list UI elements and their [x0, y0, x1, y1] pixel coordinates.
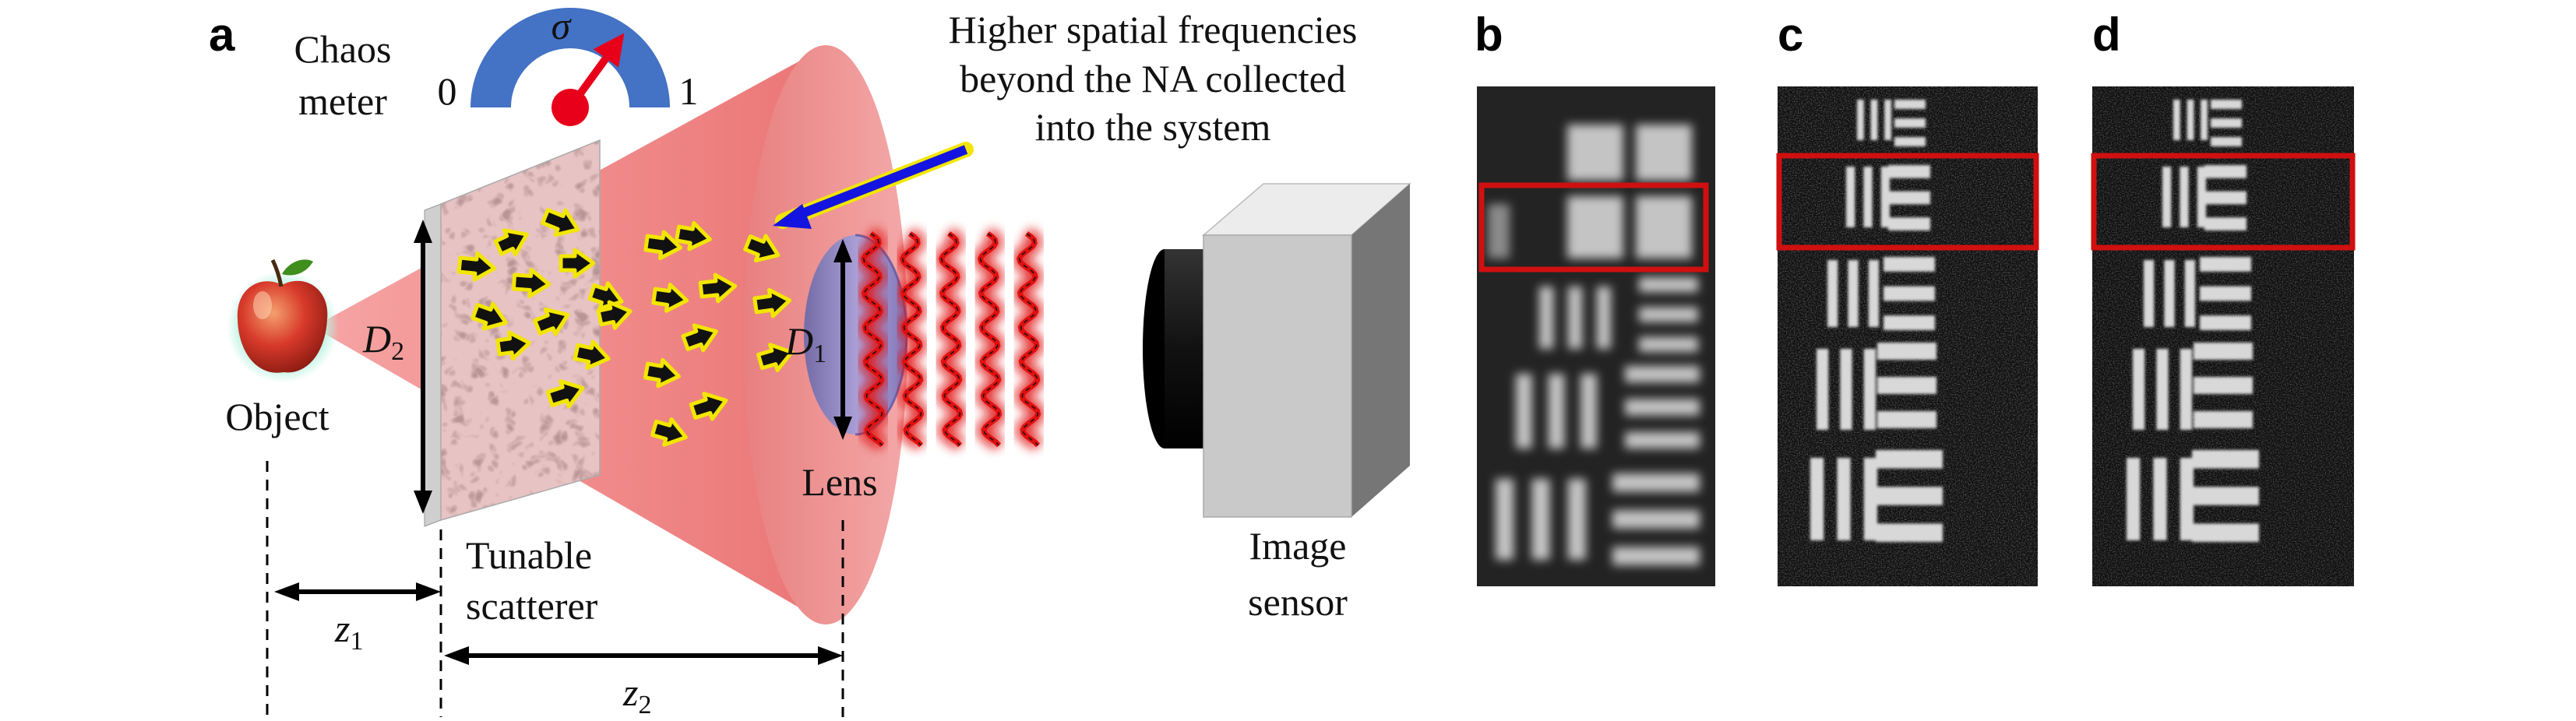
callout-line1: Higher spatial frequencies	[949, 8, 1358, 51]
tunable-scatterer	[424, 139, 601, 527]
d2-label: D2	[362, 317, 404, 366]
scatter-arrow-16	[643, 357, 681, 389]
chaos-meter-max: 1	[679, 69, 699, 113]
scatter-arrow-13	[674, 220, 712, 251]
scatter-arrow-5	[559, 248, 596, 279]
scatter-arrow-2	[511, 268, 551, 298]
chaos-meter-arc	[470, 8, 670, 107]
scatter-arrow-8	[533, 307, 570, 336]
scatter-arrow-9	[545, 379, 585, 409]
object-label: Object	[225, 395, 329, 438]
callout-arrow	[792, 145, 968, 221]
scatter-arrow-10	[573, 339, 611, 370]
panel-b-image	[1477, 86, 1715, 586]
callout: Higher spatial frequencies beyond the NA…	[773, 8, 1357, 229]
scatter-arrow-1	[493, 228, 529, 257]
dimension-arrows: D2 D1 z1 z2	[266, 220, 852, 719]
chaos-meter-min: 0	[438, 69, 457, 113]
chaos-meter-sigma: σ	[551, 4, 573, 47]
panel-c-highlight-box	[1776, 153, 2039, 251]
chaos-meter-title-line1: Chaos	[294, 27, 392, 71]
scatter-arrow-12	[643, 230, 683, 261]
panel-letter-a: a	[209, 9, 235, 61]
panel-b-highlight-box	[1478, 182, 1709, 273]
scatter-arrow-19	[689, 392, 728, 421]
scatter-arrow-0	[456, 251, 497, 282]
scatterer-label-line2: scatterer	[466, 584, 598, 628]
scatter-arrow-20	[743, 234, 781, 263]
scatter-arrow-14	[651, 283, 689, 313]
scatter-arrow-17	[698, 273, 738, 304]
panel-d-highlight-box	[2091, 153, 2356, 251]
scattered-ray-arrows	[456, 208, 794, 447]
scatter-arrow-11	[596, 300, 633, 330]
scatter-arrow-7	[495, 330, 532, 361]
panel-d-image	[2091, 86, 2356, 586]
scatter-arrow-15	[681, 323, 718, 353]
panel-letter-c: c	[1778, 9, 1803, 61]
lens	[804, 234, 908, 436]
image-sensor	[1143, 183, 1411, 518]
scatter-arrow-18	[650, 417, 688, 447]
lens-label: Lens	[802, 460, 877, 504]
scatter-arrow-3	[470, 301, 508, 331]
chaos-meter-title-line2: meter	[298, 79, 387, 123]
panel-letter-d: d	[2092, 9, 2121, 61]
scattered-wavefronts	[856, 227, 1045, 451]
chaos-meter-gauge: σ 0 1 Chaos meter	[294, 4, 699, 126]
scatter-arrow-22	[756, 343, 794, 372]
z1-label: z1	[334, 607, 363, 656]
sensor-label-line1: Image	[1249, 524, 1347, 568]
panel-c-image	[1776, 86, 2039, 586]
d1-label: D1	[784, 319, 826, 368]
sensor-label-line2: sensor	[1248, 580, 1348, 624]
object-apple	[227, 259, 339, 383]
callout-line3: into the system	[1035, 105, 1271, 149]
z2-label: z2	[622, 670, 651, 717]
chaos-meter-needle	[551, 33, 625, 126]
callout-line2: beyond the NA collected	[960, 57, 1346, 100]
scatter-arrow-4	[541, 208, 580, 237]
scatter-arrow-21	[752, 287, 792, 318]
panel-letter-b: b	[1475, 9, 1503, 61]
scatterer-label-line1: Tunable	[466, 533, 592, 577]
